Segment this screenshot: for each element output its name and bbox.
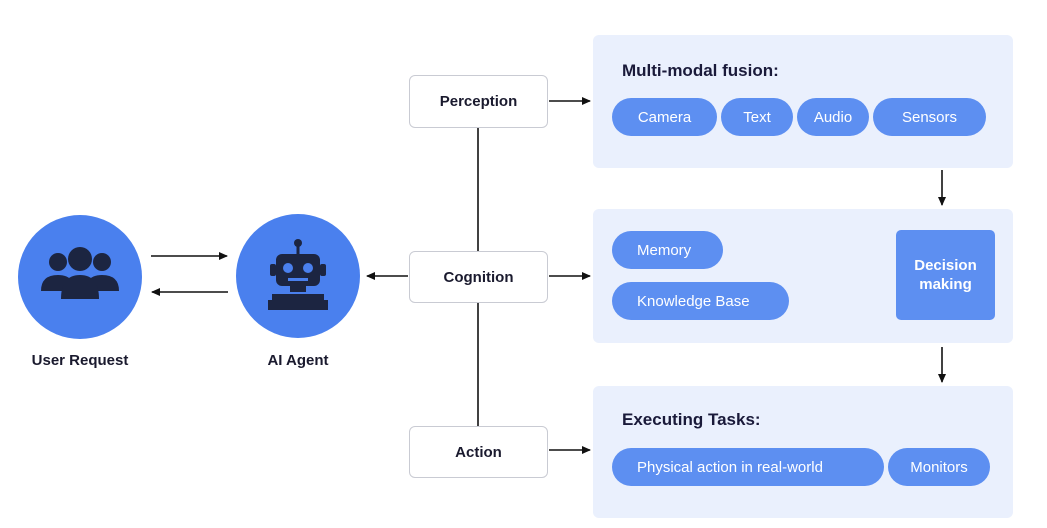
users-icon [41, 247, 119, 299]
pill-knowledge-base: Knowledge Base [612, 282, 789, 320]
pill-sensors: Sensors [873, 98, 986, 136]
action-panel-title: Executing Tasks: [622, 410, 761, 429]
pill-physical-action: Physical action in real-world [612, 448, 884, 486]
pill-text: Text [721, 98, 793, 136]
stage-action: Action [409, 426, 548, 478]
stage-perception-label: Perception [439, 93, 518, 110]
user-circle [18, 215, 142, 339]
user-request-label: User Request [31, 352, 129, 369]
pill-camera: Camera [612, 98, 717, 136]
perception-panel-title: Multi-modal fusion: [622, 61, 779, 80]
stage-perception: Perception [409, 75, 548, 128]
robot-icon [268, 239, 328, 310]
stage-cognition: Cognition [409, 251, 548, 303]
agent-circle [236, 214, 360, 338]
pill-memory: Memory [612, 231, 723, 269]
pill-monitors: Monitors [888, 448, 990, 486]
decision-making-box: Decision making [896, 230, 995, 320]
pill-audio: Audio [797, 98, 869, 136]
ai-agent-label: AI Agent [267, 352, 329, 369]
stage-action-label: Action [455, 443, 502, 461]
stage-cognition-label: Cognition [443, 268, 514, 286]
